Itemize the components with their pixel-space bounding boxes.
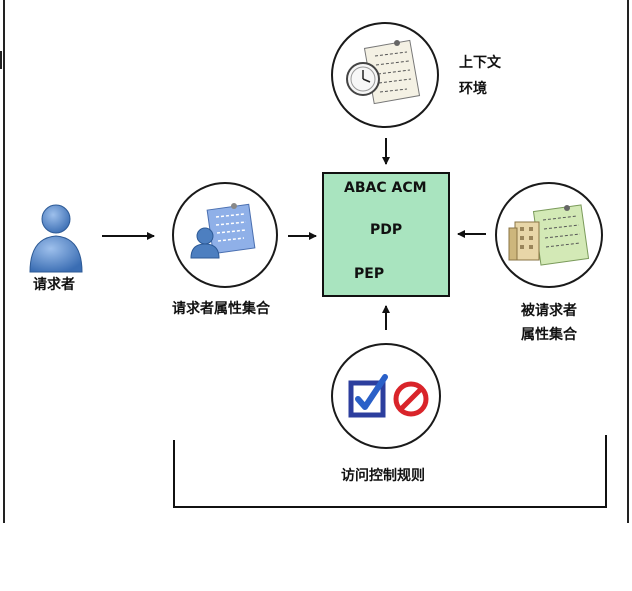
pep-label: PEP — [354, 266, 385, 282]
abac-acm-box: ABAC ACM PDP PEP — [322, 172, 450, 297]
forbidden-icon — [393, 381, 429, 417]
rules-circle — [331, 343, 441, 449]
requester-attrs-circle — [172, 182, 278, 288]
pdp-label: PDP — [370, 222, 403, 238]
acm-title: ABAC ACM — [344, 180, 427, 196]
resource-attrs-circle — [495, 182, 603, 288]
clock-note-icon — [346, 39, 421, 105]
requester-label: 请求者 — [33, 277, 75, 293]
resource-label-line2: 属性集合 — [521, 327, 577, 343]
edge-tick — [0, 51, 2, 69]
requester-attrs-label: 请求者属性集合 — [172, 301, 270, 317]
checkbox-icon — [348, 374, 388, 418]
context-label-line1: 上下文 — [459, 55, 501, 71]
frame-left-border — [3, 0, 5, 523]
person-note-icon — [190, 203, 256, 259]
rules-label: 访问控制规则 — [341, 468, 425, 484]
context-circle — [331, 22, 439, 128]
frame-right-border — [627, 0, 629, 523]
resource-label-line1: 被请求者 — [521, 303, 577, 319]
context-label-line2: 环境 — [459, 81, 487, 97]
building-note-icon — [508, 204, 590, 266]
